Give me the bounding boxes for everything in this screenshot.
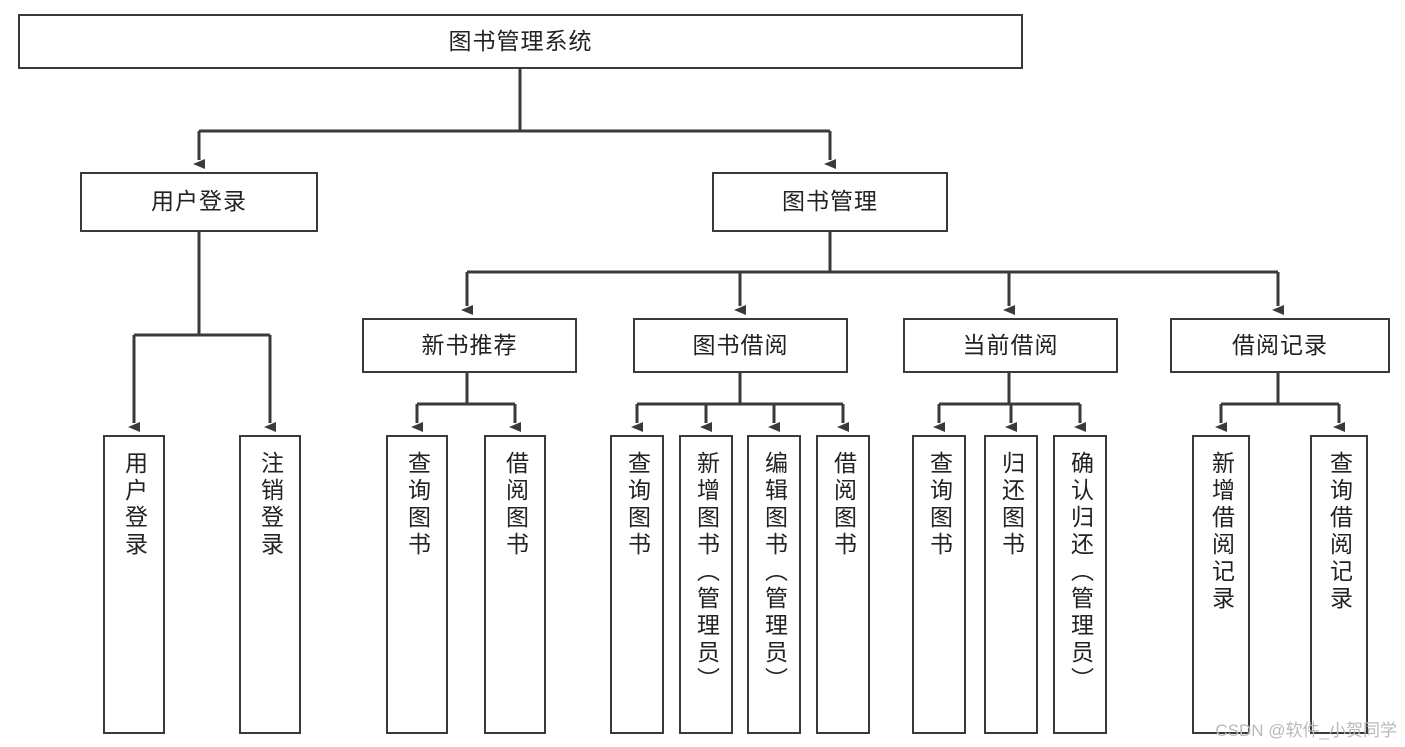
connectors-book-borrow — [631, 373, 849, 432]
leaf-add-borrow-record-label: 新增借阅记录 — [1208, 451, 1235, 613]
leaf-query-book-nbr-label: 查询图书 — [404, 451, 431, 559]
connectors-user-login — [128, 232, 276, 432]
connectors-root — [193, 69, 836, 169]
node-book-management[interactable]: 图书管理 — [712, 172, 948, 232]
leaf-query-book-cb-label: 查询图书 — [926, 451, 953, 559]
leaf-return-book-label: 归还图书 — [998, 451, 1025, 559]
leaf-borrow-book-nbr[interactable]: 借阅图书 — [484, 435, 546, 734]
leaf-query-book-nbr[interactable]: 查询图书 — [386, 435, 448, 734]
node-borrow-record[interactable]: 借阅记录 — [1170, 318, 1390, 373]
leaf-query-borrow-record-label: 查询借阅记录 — [1326, 451, 1353, 613]
leaf-add-book-admin-label: 新增图书（管理员） — [693, 451, 720, 694]
leaf-user-login[interactable]: 用户登录 — [103, 435, 165, 734]
leaf-borrow-book-bb-label: 借阅图书 — [830, 451, 857, 559]
leaf-edit-book-admin[interactable]: 编辑图书（管理员） — [747, 435, 801, 734]
node-new-book-recommend[interactable]: 新书推荐 — [362, 318, 577, 373]
leaf-add-book-admin[interactable]: 新增图书（管理员） — [679, 435, 733, 734]
leaf-confirm-return-admin-label: 确认归还（管理员） — [1067, 451, 1094, 694]
leaf-query-book-bb-label: 查询图书 — [624, 451, 651, 559]
node-root-label: 图书管理系统 — [448, 27, 593, 54]
leaf-query-book-bb[interactable]: 查询图书 — [610, 435, 664, 734]
leaf-logout-label: 注销登录 — [257, 451, 284, 559]
node-user-login[interactable]: 用户登录 — [80, 172, 318, 232]
leaf-edit-book-admin-label: 编辑图书（管理员） — [761, 451, 788, 694]
leaf-query-book-cb[interactable]: 查询图书 — [912, 435, 966, 734]
node-book-management-label: 图书管理 — [782, 188, 878, 215]
node-book-borrow-label: 图书借阅 — [692, 331, 789, 358]
node-current-borrow-label: 当前借阅 — [962, 331, 1059, 358]
leaf-borrow-book-nbr-label: 借阅图书 — [502, 451, 529, 559]
node-user-login-label: 用户登录 — [151, 188, 247, 215]
leaf-add-borrow-record[interactable]: 新增借阅记录 — [1192, 435, 1250, 734]
node-current-borrow[interactable]: 当前借阅 — [903, 318, 1118, 373]
connectors-current-borrow — [933, 373, 1086, 432]
leaf-return-book[interactable]: 归还图书 — [984, 435, 1038, 734]
node-borrow-record-label: 借阅记录 — [1232, 331, 1328, 358]
node-book-borrow[interactable]: 图书借阅 — [633, 318, 848, 373]
leaf-user-login-label: 用户登录 — [121, 451, 148, 559]
connectors-book-mgmt — [461, 232, 1284, 315]
node-root[interactable]: 图书管理系统 — [18, 14, 1023, 69]
leaf-logout[interactable]: 注销登录 — [239, 435, 301, 734]
connectors-new-book-rec — [411, 373, 521, 432]
connectors-borrow-record — [1215, 373, 1345, 432]
leaf-confirm-return-admin[interactable]: 确认归还（管理员） — [1053, 435, 1107, 734]
node-new-book-recommend-label: 新书推荐 — [421, 331, 518, 358]
leaf-query-borrow-record[interactable]: 查询借阅记录 — [1310, 435, 1368, 734]
leaf-borrow-book-bb[interactable]: 借阅图书 — [816, 435, 870, 734]
